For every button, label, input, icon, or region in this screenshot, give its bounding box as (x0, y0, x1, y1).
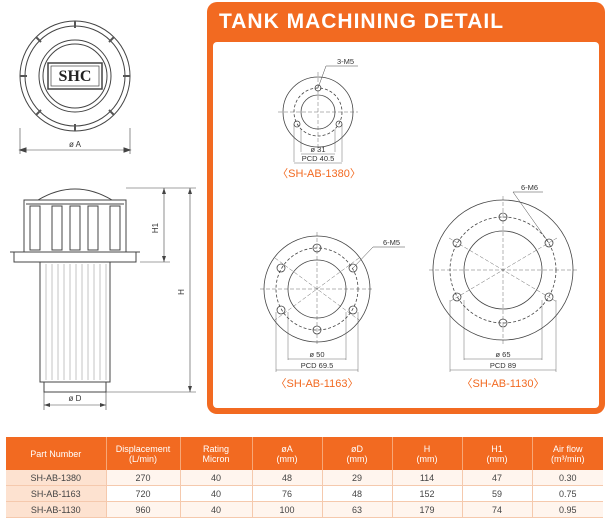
detail-1130-pcd: PCD 89 (490, 361, 516, 370)
detail-1130-holes: 6-M6 (521, 183, 538, 192)
detail-1163-pcd: PCD 69.5 (301, 361, 334, 370)
table-cell: 47 (462, 470, 533, 486)
table-cell: 720 (106, 485, 181, 502)
table-cell: 59 (462, 485, 533, 502)
col-header-line1: Air flow (552, 443, 583, 454)
table-cell: 76 (252, 485, 323, 502)
side-view (10, 188, 140, 393)
col-header: Part Number (6, 437, 107, 470)
dim-h1-label: H1 (151, 222, 160, 233)
col-header-line2: (mm) (346, 453, 368, 464)
panel-title: TANK MACHINING DETAIL (219, 10, 505, 33)
col-header: H(mm) (392, 437, 463, 470)
col-header-line2: (L/min) (128, 453, 157, 464)
detail-1163 (260, 232, 405, 372)
col-header-line1: Rating (202, 443, 229, 454)
table-cell: 179 (392, 501, 463, 518)
detail-1163-inner-dia: ø 50 (309, 350, 324, 359)
detail-1380-caption: 〈SH-AB-1380〉 (277, 167, 361, 180)
part-number-cell: SH-AB-1130 (6, 501, 107, 518)
dim-h-label: H (177, 289, 186, 295)
table-cell: 40 (180, 485, 253, 502)
table-cell: 40 (180, 501, 253, 518)
part-number-cell: SH-AB-1380 (6, 470, 107, 486)
col-header-line2: (mm) (416, 453, 438, 464)
dim-a-label: ø A (69, 140, 82, 149)
table-cell: 63 (322, 501, 393, 518)
detail-1163-caption: 〈SH-AB-1163〉 (276, 377, 359, 390)
table-cell: 0.95 (532, 501, 603, 518)
dim-d-label: ø D (69, 394, 82, 403)
col-header-line1: H (423, 443, 431, 454)
detail-1130-inner-dia: ø 65 (495, 350, 510, 359)
table-cell: 74 (462, 501, 533, 518)
table-cell: 100 (252, 501, 323, 518)
table-cell: 40 (180, 470, 253, 486)
table-cell: 48 (252, 470, 323, 486)
table-cell: 29 (322, 470, 393, 486)
detail-1130-caption: 〈SH-AB-1130〉 (462, 377, 545, 390)
table-cell: 114 (392, 470, 463, 486)
col-header-line1: øA (281, 443, 293, 454)
col-header-line1: øD (351, 443, 363, 454)
breather-drawing: SHC ø A (10, 20, 196, 410)
col-header: Air flow(m³/min) (532, 437, 603, 470)
top-view (18, 20, 132, 154)
col-header: H1(mm) (462, 437, 533, 470)
detail-1130 (429, 191, 577, 372)
table-cell: 48 (322, 485, 393, 502)
machining-drawings: 3-M5 ø 31 PCD 40.5 〈SH-AB-1380〉 (260, 57, 577, 390)
col-header: øA(mm) (252, 437, 323, 470)
table-cell: 0.30 (532, 470, 603, 486)
col-header: øD(mm) (322, 437, 393, 470)
table-cell: 152 (392, 485, 463, 502)
detail-1380-inner-dia: ø 31 (310, 145, 325, 154)
col-header: Displacement(L/min) (106, 437, 181, 470)
col-header-line2: (mm) (486, 453, 508, 464)
tank-machining-panel: TANK MACHINING DETAIL (207, 2, 605, 414)
filter-mesh (45, 264, 107, 380)
table-row: SH-AB-1380 270 40 48 29 114 47 0.30 (6, 470, 603, 486)
detail-1380 (278, 65, 358, 164)
detail-1380-holes: 3-M5 (337, 57, 354, 66)
col-header-line2: (mm) (276, 453, 298, 464)
col-header-line1: Displacement (115, 443, 171, 454)
table-row: SH-AB-1163 720 40 76 48 152 59 0.75 (6, 485, 603, 502)
detail-1163-holes: 6-M5 (383, 238, 400, 247)
table-cell: 0.75 (532, 485, 603, 502)
detail-1380-pcd: PCD 40.5 (302, 154, 335, 163)
col-header-line2: (m³/min) (551, 453, 585, 464)
part-number-cell: SH-AB-1163 (6, 485, 107, 502)
col-header-line1: H1 (491, 443, 503, 454)
panel-content: 3-M5 ø 31 PCD 40.5 〈SH-AB-1380〉 (213, 42, 599, 408)
table-cell: 960 (106, 501, 181, 518)
table-cell: 270 (106, 470, 181, 486)
col-header-line2: Micron (202, 453, 230, 464)
logo-text: SHC (59, 68, 92, 85)
col-header-line1: Part Number (30, 448, 82, 459)
table-row: SH-AB-1130 960 40 100 63 179 74 0.95 (6, 501, 603, 518)
